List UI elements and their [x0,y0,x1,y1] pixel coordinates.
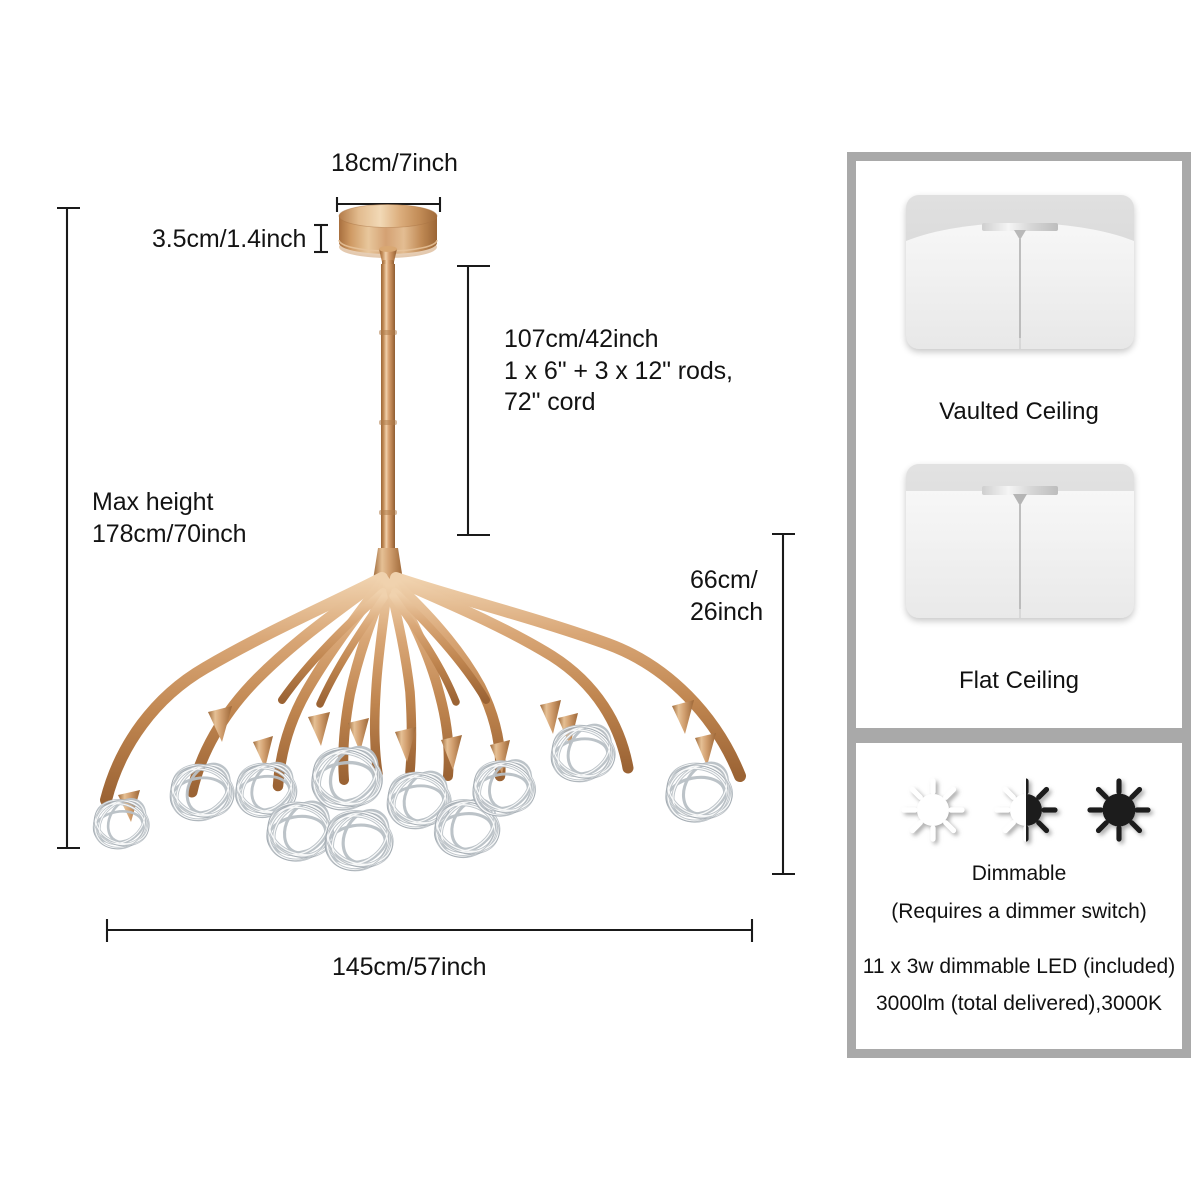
canopy-knuckle [379,246,397,266]
label-total-width: 145cm/57inch [332,953,487,981]
flat-ceiling-image [906,464,1134,618]
info-panel: Vaulted Ceiling [847,152,1200,1058]
dimmable-info-box: Dimmable (Requires a dimmer switch) 11 x… [847,734,1191,1058]
lamp-sockets [118,700,716,822]
label-max-height: Max height 178cm/70inch [92,488,247,548]
dimension-lines [57,197,795,942]
chandelier-illustration [57,197,795,942]
sun-mid-icon [987,771,1065,849]
label-rod-length: 107cm/42inch 1 x 6" + 3 x 12" rods, 72" … [504,325,733,416]
led-spec-line-1: 11 x 3w dimmable LED (included) [862,955,1176,978]
sun-high-icon [1080,771,1158,849]
sun-low-icon [894,771,972,849]
ceiling-type-box: Vaulted Ceiling [847,152,1191,737]
label-canopy-width: 18cm/7inch [331,149,458,177]
led-spec-line-2: 3000lm (total delivered),3000K [875,992,1162,1015]
dimmable-icon-row [856,765,1182,857]
flat-ceiling-label: Flat Ceiling [958,667,1080,694]
chandelier-body [83,204,746,883]
product-diagram: 18cm/7inch 3.5cm/1.4inch 107cm/42inch 1 … [57,149,795,981]
label-canopy-height: 3.5cm/1.4inch [152,225,307,253]
branch-arms [100,572,746,806]
label-shade-height: 66cm/ 26inch [690,566,764,626]
suspension-rod [381,264,395,554]
vaulted-ceiling-label: Vaulted Ceiling [939,398,1099,425]
vaulted-ceiling-image [906,195,1134,349]
branch-hub [373,548,403,580]
dimmable-note: (Requires a dimmer switch) [891,900,1147,923]
dimmable-title: Dimmable [971,862,1067,885]
